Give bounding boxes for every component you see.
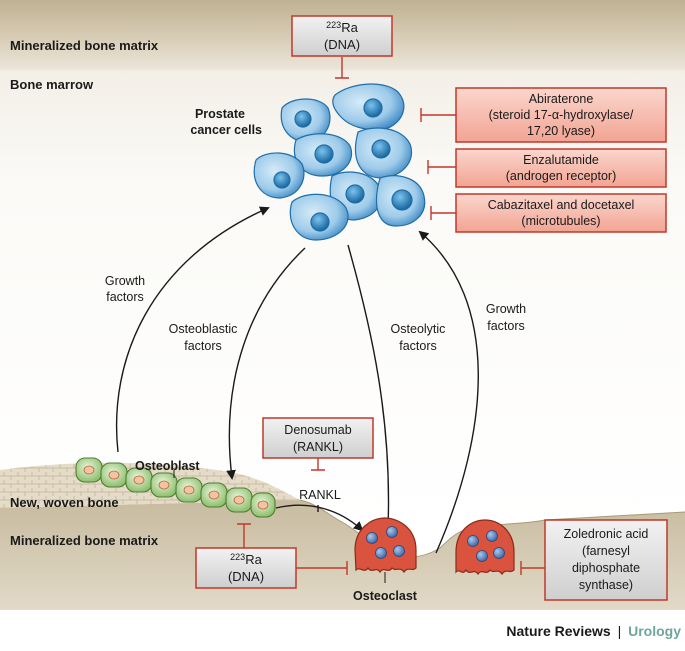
growth-factors-right-label-2: factors	[487, 319, 525, 333]
growth-factors-right-arrow	[418, 230, 479, 554]
zoledronic-name: Zoledronic acid	[564, 527, 649, 541]
osteoclast-secondary	[455, 519, 515, 576]
growth-factors-left-arrow	[115, 206, 270, 453]
growth-factors-left-label-2: factors	[106, 290, 144, 304]
zoledronic-acid-box: Zoledronic acid (farnesyl diphosphate sy…	[544, 519, 668, 601]
svg-text:Nature Reviews | U: Nature Reviews | Urology	[506, 623, 681, 639]
growth-factors-right-label-1: Growth	[486, 302, 526, 316]
abiraterone-target-2: 17,20 lyase)	[527, 124, 595, 138]
osteolytic-factors-arrow	[347, 244, 394, 530]
bottom-bone-matrix	[0, 500, 685, 610]
osteoblastic-factors-arrow	[226, 247, 306, 480]
cancer-cells-label-line1: Prostate	[195, 107, 245, 121]
osteoblast-to-osteoclast-arrow	[275, 504, 364, 532]
bone-marrow-label: Bone marrow	[10, 77, 94, 92]
prostate-cancer-cell-cluster	[253, 83, 426, 241]
osteoclast-main	[354, 517, 417, 574]
zoledronic-target-3: synthase)	[579, 578, 633, 592]
ra223-top-symbol: Ra	[341, 20, 358, 35]
cabazitaxel-box: Cabazitaxel and docetaxel (microtubules)	[455, 193, 667, 233]
ra223-top-box: 223Ra (DNA)	[291, 15, 393, 57]
abiraterone-target-1: (steroid 17-α-hydroxylase/	[489, 108, 634, 122]
journal-subject: Urology	[628, 623, 681, 639]
top-matrix-label: Mineralized bone matrix	[10, 38, 159, 53]
woven-bone-label: New, woven bone	[10, 495, 119, 510]
osteolytic-factors-label-2: factors	[399, 339, 437, 353]
cabazitaxel-name: Cabazitaxel and docetaxel	[488, 198, 635, 212]
ra223-bottom-target: (DNA)	[228, 569, 264, 584]
osteoblastic-factors-label-2: factors	[184, 339, 222, 353]
journal-name: Nature Reviews	[506, 623, 610, 639]
enzalutamide-target: (androgen receptor)	[506, 169, 616, 183]
osteoblastic-factors-label-1: Osteoblastic	[169, 322, 238, 336]
osteoclast-label: Osteoclast	[353, 589, 418, 603]
denosumab-name: Denosumab	[284, 423, 351, 437]
ra223-bottom-symbol: Ra	[245, 552, 262, 567]
enzalutamide-name: Enzalutamide	[523, 153, 599, 167]
denosumab-target: (RANKL)	[293, 440, 343, 454]
ra223-bottom-box: 223Ra (DNA)	[195, 547, 297, 589]
denosumab-box: Denosumab (RANKL)	[262, 417, 374, 459]
ra223-top-superscript: 223	[326, 20, 341, 30]
signal-arrows	[115, 206, 479, 554]
journal-separator: |	[618, 623, 622, 639]
ra223-top-target: (DNA)	[324, 37, 360, 52]
growth-factors-left-label-1: Growth	[105, 274, 145, 288]
bottom-matrix-label: Mineralized bone matrix	[10, 533, 159, 548]
osteolytic-factors-label-1: Osteolytic	[391, 322, 446, 336]
rankl-label: RANKL	[299, 488, 341, 502]
zoledronic-target-2: diphosphate	[572, 561, 640, 575]
osteoblast-label: Osteoblast	[135, 459, 200, 473]
cabazitaxel-target: (microtubules)	[521, 214, 600, 228]
svg-text:223Ra: 223Ra	[326, 20, 358, 35]
journal-credit: Nature Reviews | Urology	[506, 623, 681, 639]
abiraterone-name: Abiraterone	[529, 92, 594, 106]
abiraterone-box: Abiraterone (steroid 17-α-hydroxylase/ 1…	[455, 87, 667, 143]
cancer-cells-label-line2: cancer cells	[190, 123, 262, 137]
osteoblast-row	[75, 457, 276, 518]
svg-text:223Ra: 223Ra	[230, 552, 262, 567]
ra223-bottom-superscript: 223	[230, 552, 245, 562]
inhibition-lines	[237, 57, 545, 575]
zoledronic-target-1: (farnesyl	[582, 544, 630, 558]
enzalutamide-box: Enzalutamide (androgen receptor)	[455, 148, 667, 188]
